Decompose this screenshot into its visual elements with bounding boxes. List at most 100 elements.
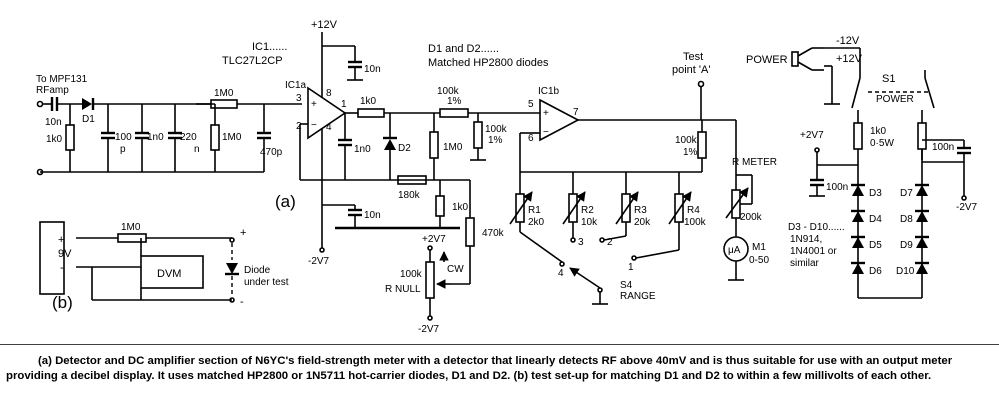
neg27-r-label: -2V7 (956, 202, 978, 213)
b-plus-label: + (240, 227, 246, 239)
r2-label: R2 (581, 205, 594, 216)
pin2-label: 2 (296, 121, 302, 132)
sw3-label: 3 (578, 237, 584, 248)
pos12-label: +12V (836, 53, 863, 65)
under-test-label: under test (244, 277, 289, 288)
diode-d9 (916, 237, 928, 248)
resistor-100k-1pc-feedback (697, 131, 707, 159)
r3-value: 20k (634, 217, 651, 228)
shunt-capacitors: 100 p 1n0 220 n 1M0 (101, 104, 242, 172)
resistor-1k0-output (357, 108, 385, 118)
rmeter-label: R METER (732, 157, 777, 168)
d3-label: D3 (869, 188, 882, 199)
diode-d6 (852, 263, 864, 274)
battery-9v-label: 9V (58, 248, 72, 260)
ic1a-label: IC1a (285, 80, 307, 91)
resistor-r4 (674, 193, 684, 223)
d1-label: D1 (82, 114, 95, 125)
c220n-label-b: n (194, 144, 200, 155)
c100p-label-b: p (120, 144, 126, 155)
rnull-label: R NULL (385, 284, 421, 295)
r200k-label: 200k (740, 212, 763, 223)
d1d2-label: D1 and D2...... (428, 43, 499, 55)
d2-label: D2 (398, 143, 411, 154)
d1d2-part-label: Matched HP2800 diodes (428, 57, 549, 69)
test-point-label-2: point 'A' (672, 64, 710, 76)
circuit-schematic: To MPF131 RFamp 10n 1k0 D1 100 p 1n0 (0, 19, 999, 345)
c100p-label-a: 100 (115, 132, 132, 143)
test-point-label: Test (683, 51, 703, 63)
d3d10-label: D3 - D10...... (788, 222, 845, 233)
input-terminal (36, 100, 44, 108)
resistor-1m0-shunt (210, 124, 220, 151)
c100n-r2-label: 100n (932, 142, 954, 153)
c220n-label-a: 220 (180, 132, 197, 143)
opamp-ic1a: IC1...... TLC27L2CP IC1a + − 3 2 8 4 1 +… (222, 19, 470, 267)
r470k-label: 470k (482, 228, 505, 239)
pin6-label: 6 (528, 133, 534, 144)
resistor-100k-1pc-series (439, 108, 469, 118)
pin4-label: 4 (326, 122, 332, 133)
r1k0-05w-label: 1k0 (870, 126, 887, 137)
ic1b-plus: + (543, 108, 549, 119)
c1n0-b-label: 1n0 (354, 144, 371, 155)
label-b: (b) (52, 293, 73, 312)
ic1b-label: IC1b (538, 86, 560, 97)
c10n-bottom-label: 10n (364, 210, 381, 221)
s4-label: S4 (620, 280, 633, 291)
resistor-100k-1pc-shunt (473, 121, 483, 149)
diode-d3 (852, 185, 864, 196)
range-label: RANGE (620, 291, 656, 302)
input-ground-terminal (36, 168, 44, 176)
label-a: (a) (275, 192, 296, 211)
sw1-label: 1 (628, 262, 634, 273)
m1-label: M1 (752, 242, 766, 253)
null-pot: +2V7 -2V7 CW 100k R NULL (385, 234, 464, 335)
ic1a-minus: − (311, 120, 317, 131)
similar-label: similar (790, 258, 820, 269)
c100n-r-label: 100n (826, 182, 848, 193)
c10n-top-label: 10n (364, 64, 381, 75)
r1k0-input-label: 1k0 (46, 134, 63, 145)
r100k-feedback-label: 100k (675, 135, 698, 146)
b-r1m0-label: 1M0 (121, 222, 141, 233)
ic1a-plus: + (311, 99, 317, 110)
diode-d7 (916, 185, 928, 196)
diode-d2 (384, 139, 396, 150)
diode-string-right: D7 D8 D9 D10 (896, 183, 929, 277)
d8-label: D8 (900, 214, 913, 225)
resistor-1k0-05w-b (917, 122, 927, 150)
rf-amp-label: RFamp (36, 85, 69, 96)
ic1-part-label: TLC27L2CP (222, 55, 283, 67)
r4-label: R4 (687, 205, 700, 216)
figure-caption: (a) Detector and DC amplifier section of… (6, 354, 994, 384)
pin7-label: 7 (573, 107, 579, 118)
r1k0-small-label: 1k0 (452, 202, 469, 213)
ic1-label: IC1...... (252, 41, 287, 53)
pin5-label: 5 (528, 99, 534, 110)
diode-d8 (916, 211, 928, 222)
cw-label: CW (447, 264, 464, 275)
pos27-null-label: +2V7 (422, 234, 446, 245)
resistor-1k0-small (435, 195, 445, 217)
battery-plus: + (58, 234, 64, 246)
d7-label: D7 (900, 188, 913, 199)
resistor-1k0-input (65, 124, 75, 151)
resistor-r-null (425, 261, 435, 299)
resistor-r1 (515, 193, 525, 223)
r100k-null-label: 100k (400, 269, 423, 280)
r1-value: 2k0 (528, 217, 545, 228)
n4001-label: 1N4001 or (790, 246, 837, 257)
d5-label: D5 (869, 240, 882, 251)
resistor-180k (397, 175, 427, 185)
d9-label: D9 (900, 240, 913, 251)
diode-d4 (852, 211, 864, 222)
caption-text: (a) Detector and DC amplifier section of… (6, 355, 953, 382)
r1m0-shunt-label: 1M0 (222, 132, 242, 143)
s1-power-label: POWER (876, 94, 914, 105)
sw4-label: 4 (558, 268, 564, 279)
pin8-label: 8 (326, 88, 332, 99)
battery-9v (39, 221, 65, 295)
r4-value: 100k (684, 217, 707, 228)
c10n-input-label: 10n (45, 117, 62, 128)
